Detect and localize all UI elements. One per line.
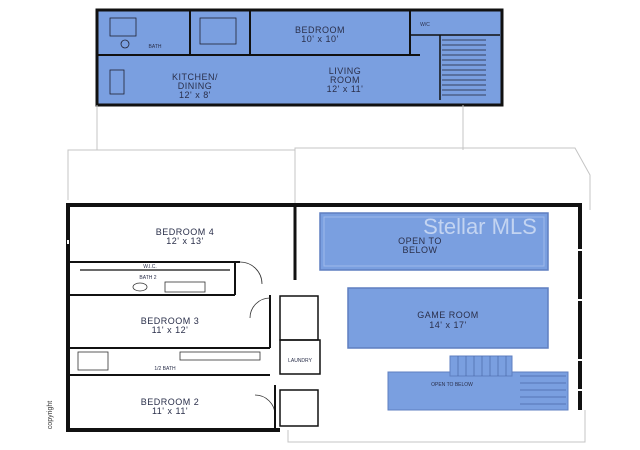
- kitchen-dims: 12' x 8': [179, 90, 211, 100]
- living-label-line2: ROOM: [330, 75, 360, 85]
- upper-bedroom-label: BEDROOM: [295, 25, 345, 35]
- toilet-fixture: [120, 39, 130, 49]
- bedroom3-door-swing: [249, 297, 271, 319]
- window-ticks: [67, 240, 582, 391]
- kitchen-label-line2: DINING: [178, 81, 213, 91]
- kitchen-label-line1: KITCHEN/: [172, 72, 218, 82]
- bedroom4-door-swing: [239, 261, 263, 285]
- bath2-toilet: [132, 282, 148, 292]
- bedroom2-dims: 11' x 11': [152, 406, 188, 416]
- open-to-below-area: [319, 212, 549, 271]
- living-label-line1: LIVING: [329, 66, 362, 76]
- kitchen-counter: [109, 69, 125, 95]
- upper-wic-label: W/C: [420, 22, 430, 28]
- copyright-text: copyright: [47, 401, 54, 429]
- upper-unit-outer-wall: [95, 8, 504, 107]
- closet-outline: [199, 17, 237, 45]
- game-room-area: [347, 287, 549, 349]
- game-room-dims: 14' x 17': [429, 320, 466, 330]
- half-bath-tub: [77, 351, 109, 371]
- upper-unit-floor: [97, 10, 502, 105]
- tub-fixture: [109, 17, 137, 37]
- stair-run-top: [449, 355, 513, 377]
- bedroom2-label: BEDROOM 2: [141, 397, 200, 407]
- stair-label: OPEN TO BELOW: [431, 382, 473, 388]
- laundry-label: LAUNDRY: [288, 358, 312, 364]
- bath2-label: BATH 2: [139, 275, 156, 281]
- half-bath-vanity: [179, 351, 261, 361]
- laundry-room: [279, 339, 321, 375]
- stair-block: OPEN TO BELOW: [387, 355, 569, 411]
- watermark-text: Stellar MLS: [423, 214, 537, 239]
- second-floor-plan: OPEN TO BELOW GAME ROOM 14' x 17' OPEN T…: [66, 203, 588, 443]
- bedroom3-dims: 11' x 12': [152, 325, 189, 335]
- upper-unit-plan: BEDROOM 10' x 10' BATH W/C KITCHEN/ DINI…: [95, 8, 504, 107]
- upper-bedroom-dims: 10' x 10': [301, 34, 338, 44]
- upper-stair: [442, 39, 486, 96]
- bedroom3-label: BEDROOM 3: [141, 316, 200, 326]
- game-room-label: GAME ROOM: [417, 310, 479, 320]
- living-dims: 12' x 11': [327, 84, 364, 94]
- upper-bath-label: BATH: [149, 44, 162, 50]
- bath2-vanity: [164, 281, 206, 293]
- second-floor-outer-wall-left: [66, 203, 295, 432]
- half-bath-label: 1/2 BATH: [154, 366, 176, 372]
- wic-label: W.I.C.: [143, 264, 157, 270]
- closet-column-lower: [279, 389, 319, 427]
- open-to-below-label-line1: OPEN TO: [398, 236, 442, 246]
- plan-connector-lines: [67, 105, 591, 210]
- bedroom4-label: BEDROOM 4: [156, 227, 215, 237]
- open-to-below-label-line2: BELOW: [402, 245, 437, 255]
- open-to-below-inner: [323, 216, 545, 267]
- second-floor-outer-wall-right: [295, 203, 582, 410]
- balcony-outline: [287, 410, 586, 443]
- bedroom4-dims: 12' x 13': [166, 236, 203, 246]
